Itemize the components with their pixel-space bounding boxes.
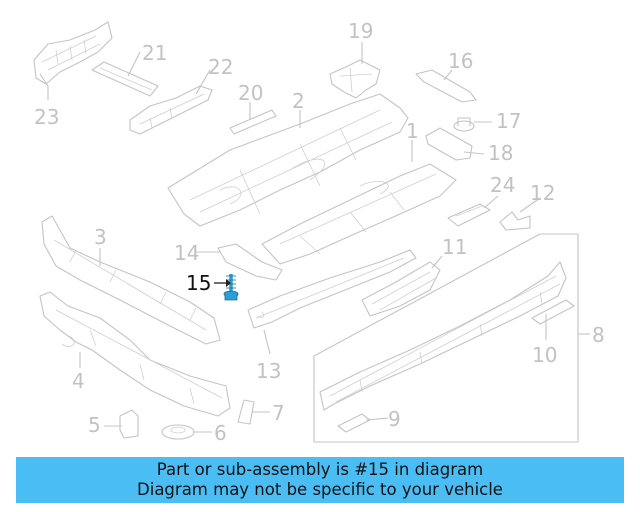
callout-4: 4: [72, 369, 85, 393]
part-11-illustration: [361, 261, 441, 317]
callout-12: 12: [530, 181, 555, 205]
callout-1: 1: [406, 119, 419, 143]
part-16-illustration: [415, 69, 477, 103]
callout-22: 22: [208, 55, 233, 79]
part-18-illustration: [425, 127, 473, 161]
callout-15: 15: [186, 271, 211, 295]
part-21-illustration: [91, 61, 159, 97]
part-24-illustration: [447, 203, 491, 227]
callout-17: 17: [496, 109, 521, 133]
callout-16: 16: [448, 49, 473, 73]
callout-20: 20: [238, 81, 263, 105]
callout-7: 7: [272, 401, 285, 425]
callout-23: 23: [34, 105, 59, 129]
part-3-illustration: [41, 215, 221, 345]
callout-6: 6: [214, 421, 227, 445]
callout-24: 24: [490, 173, 515, 197]
part-19-illustration: [329, 59, 381, 99]
callout-11: 11: [442, 235, 467, 259]
callout-18: 18: [488, 141, 513, 165]
callout-8: 8: [592, 323, 605, 347]
part-14-illustration: [217, 243, 283, 281]
info-banner: Part or sub-assembly is #15 in diagram D…: [16, 457, 624, 503]
part-2-illustration: [167, 93, 409, 227]
part-12-illustration: [499, 211, 531, 231]
part-9-illustration: [337, 413, 371, 433]
banner-line-1: Part or sub-assembly is #15 in diagram: [156, 460, 484, 479]
callout-13: 13: [256, 359, 281, 383]
callout-19: 19: [348, 19, 373, 43]
part-1-illustration: [261, 163, 457, 265]
callout-3: 3: [94, 225, 107, 249]
part-7-illustration: [237, 399, 255, 425]
part-10-illustration: [531, 299, 575, 325]
part-6-illustration: [161, 424, 195, 440]
callout-9: 9: [388, 407, 401, 431]
part-8-group-box: [313, 233, 579, 443]
part-23-illustration: [33, 21, 113, 85]
callout-21: 21: [142, 41, 167, 65]
part-4-illustration: [39, 291, 231, 417]
part-17-illustration: [453, 117, 475, 132]
part-20-illustration: [229, 109, 277, 135]
part-5-illustration: [119, 409, 139, 439]
banner-line-2: Diagram may not be specific to your vehi…: [137, 480, 503, 499]
leader-lines: [39, 42, 590, 433]
part-22-illustration: [129, 85, 213, 135]
callout-2: 2: [292, 89, 305, 113]
part-13-illustration: [247, 249, 417, 329]
part-15-bolt-illustration: [223, 274, 239, 301]
callout-5: 5: [88, 413, 101, 437]
callout-10: 10: [532, 343, 557, 367]
part-8-illustration: [319, 261, 567, 411]
callout-14: 14: [174, 241, 199, 265]
